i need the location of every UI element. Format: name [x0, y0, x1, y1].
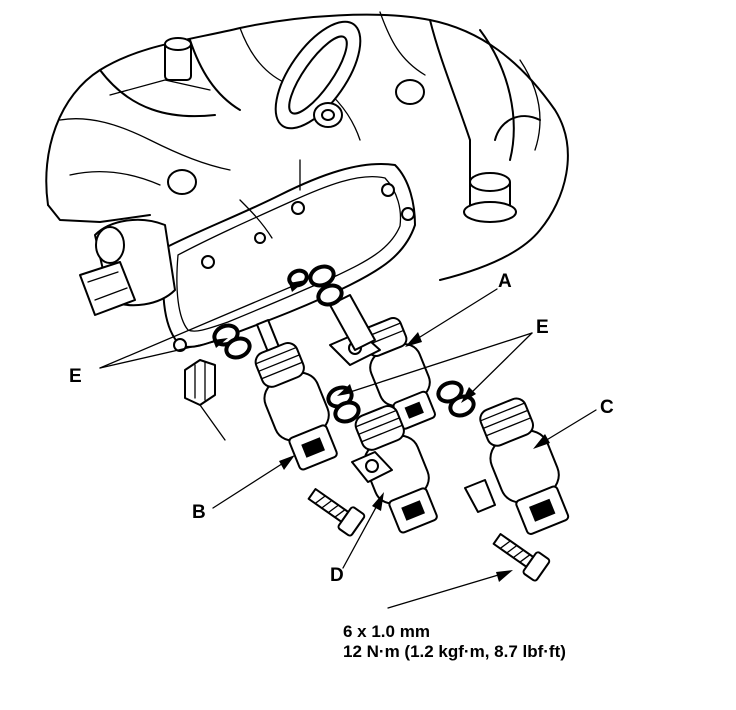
solenoid-c [464, 397, 570, 535]
callout-e-right: E [536, 317, 549, 338]
callout-c: C [600, 397, 614, 418]
bolt-size-label: 6 x 1.0 mm [343, 622, 430, 641]
solenoid-d [351, 405, 438, 534]
mounting-bolts [307, 488, 551, 582]
transmission-housing [45, 11, 569, 352]
callout-d: D [330, 565, 344, 586]
bracket-clip [184, 359, 226, 441]
bolt-torque-label: 12 N·m (1.2 kgf·m, 8.7 lbf·ft) [343, 642, 566, 661]
harness-connector [79, 218, 176, 316]
o-rings [212, 264, 476, 424]
callout-b: B [192, 502, 206, 523]
callout-a: A [498, 271, 512, 292]
solenoid-a [329, 294, 436, 430]
solenoid-b [254, 319, 338, 471]
callout-e-left: E [69, 366, 82, 387]
leader-lines [99, 280, 597, 609]
